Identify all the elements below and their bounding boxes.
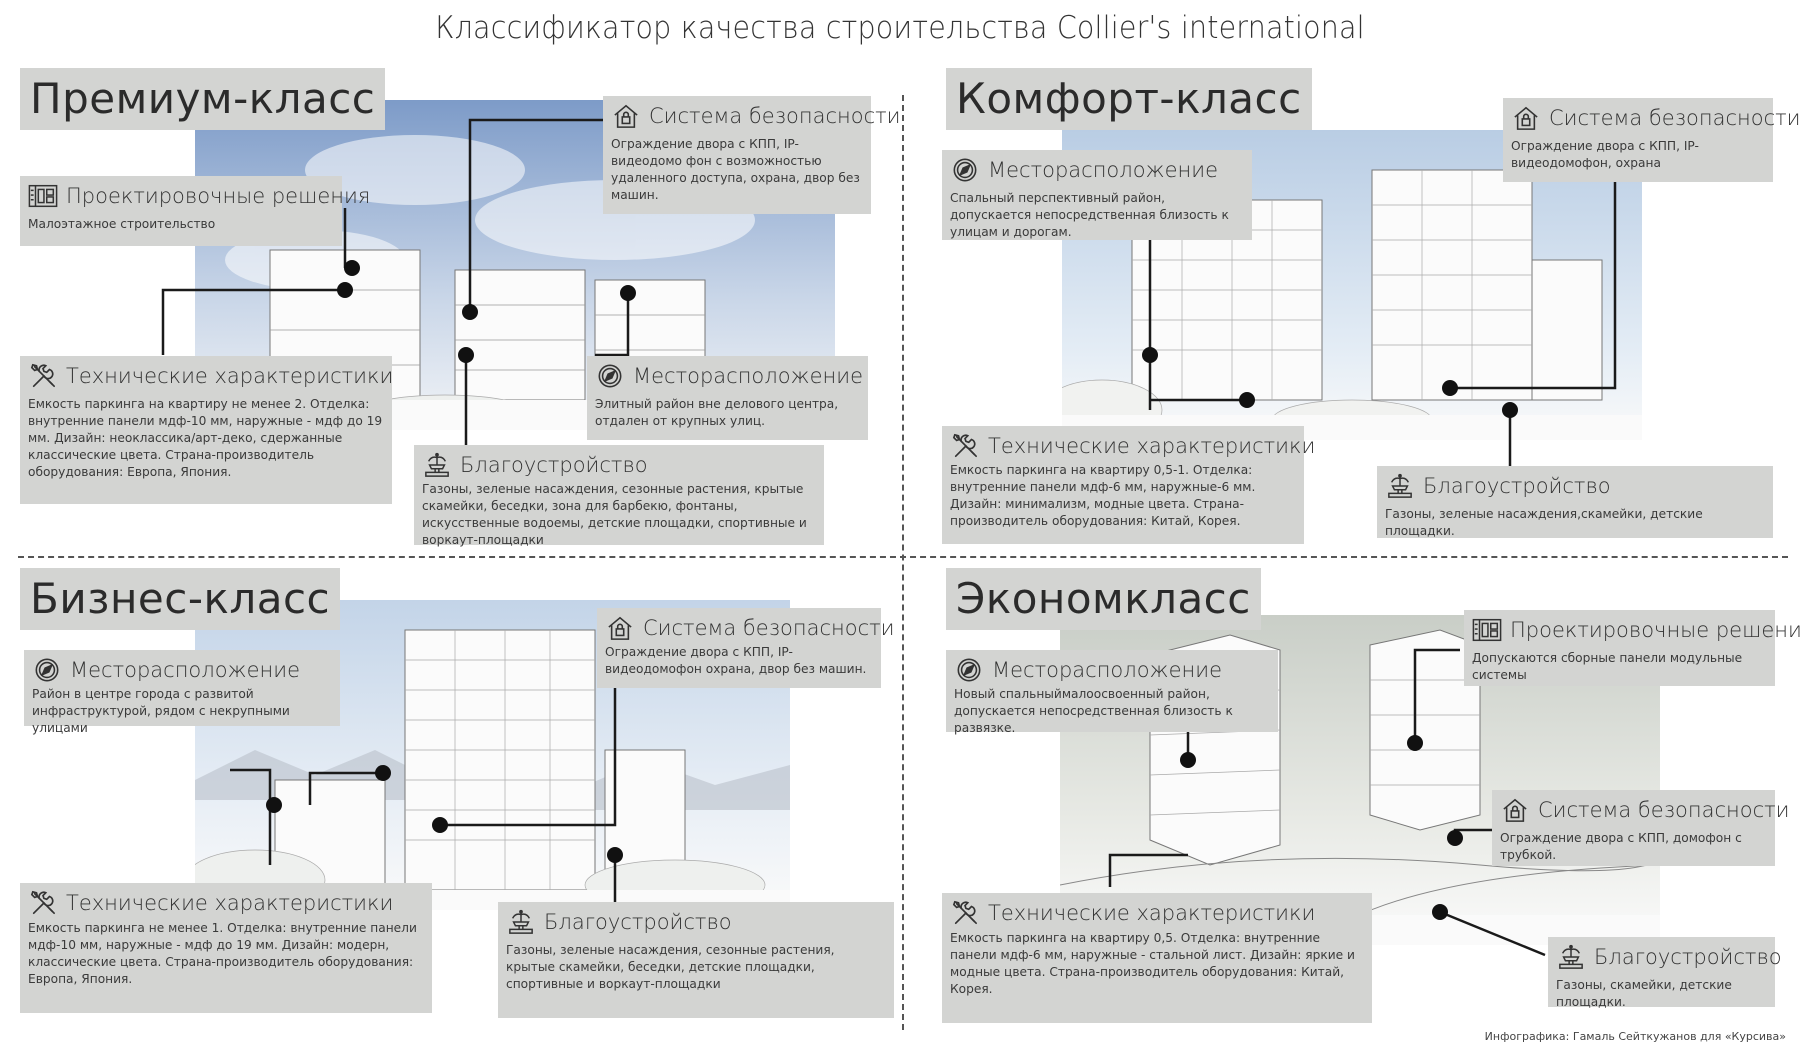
card-text: Емкость паркинга на квартиру 0,5. Отделк… bbox=[950, 931, 1355, 996]
card-text: Район в центре города с развитой инфраст… bbox=[32, 687, 290, 735]
economy-landscaping-card: Благоустройство Газоны, скамейки, детски… bbox=[1548, 937, 1782, 1009]
fountain-icon bbox=[506, 909, 536, 935]
economy-location-card: Месторасположение Новый спальныймалоосво… bbox=[946, 650, 1278, 735]
card-title: Благоустройство bbox=[544, 910, 732, 934]
wrench-tools-icon bbox=[950, 433, 980, 459]
page-title: Классификатор качества строительства Col… bbox=[435, 10, 1365, 46]
compass-icon bbox=[32, 657, 62, 683]
house-lock-icon bbox=[611, 103, 641, 129]
card-text: Газоны, зеленые насаждения, сезонные рас… bbox=[506, 943, 835, 991]
comfort-tech-card: Технические характеристики Емкость парки… bbox=[942, 426, 1315, 544]
comfort-class-title: Комфорт-класс bbox=[946, 68, 1312, 130]
compass-icon bbox=[950, 157, 980, 183]
building-plan-icon bbox=[1472, 617, 1502, 643]
card-title: Проектировочные решения bbox=[66, 184, 371, 208]
card-text: Газоны, зеленые насаждения,скамейки, дет… bbox=[1385, 507, 1703, 538]
card-title: Месторасположение bbox=[633, 364, 864, 388]
fountain-icon bbox=[422, 452, 452, 478]
premium-design-card: Проектировочные решения Малоэтажное стро… bbox=[20, 176, 370, 246]
house-lock-icon bbox=[605, 615, 635, 641]
card-text: Новый спальныймалоосвоенный район, допус… bbox=[954, 687, 1233, 735]
card-title: Технические характеристики bbox=[66, 891, 394, 915]
fountain-icon bbox=[1385, 473, 1415, 499]
business-landscaping-card: Благоустройство Газоны, зеленые насажден… bbox=[498, 902, 894, 1018]
comfort-security-card: Система безопасности Ограждение двора с … bbox=[1503, 98, 1800, 182]
card-title: Технические характеристики bbox=[988, 434, 1316, 458]
house-lock-icon bbox=[1511, 105, 1541, 131]
premium-security-card: Система безопасности Ограждение двора с … bbox=[603, 96, 900, 214]
compass-icon bbox=[954, 657, 984, 683]
card-title: Месторасположение bbox=[70, 658, 301, 682]
card-title: Система безопасности bbox=[649, 104, 901, 128]
premium-landscaping-card: Благоустройство Газоны, зеленые насажден… bbox=[414, 445, 824, 547]
horizontal-divider bbox=[18, 556, 1788, 558]
wrench-tools-icon bbox=[28, 363, 58, 389]
card-text: Спальный перспективный район, допускаетс… bbox=[950, 191, 1229, 239]
vertical-divider bbox=[902, 95, 904, 1030]
fountain-icon bbox=[1556, 944, 1586, 970]
business-security-card: Система безопасности Ограждение двора с … bbox=[597, 608, 894, 688]
premium-location-card: Месторасположение Элитный район вне дело… bbox=[587, 356, 868, 440]
card-title: Технические характеристики bbox=[66, 364, 394, 388]
card-text: Ограждение двора с КПП, IP-видеодомофон,… bbox=[1511, 139, 1699, 170]
card-text: Газоны, скамейки, детские площадки. bbox=[1556, 978, 1732, 1009]
card-title: Благоустройство bbox=[1594, 945, 1782, 969]
wrench-tools-icon bbox=[950, 900, 980, 926]
premium-class-title: Премиум-класс bbox=[20, 68, 386, 130]
card-title: Система безопасности bbox=[1538, 798, 1790, 822]
card-title: Благоустройство bbox=[1423, 474, 1611, 498]
business-location-card: Месторасположение Район в центре города … bbox=[24, 650, 340, 735]
card-text: Газоны, зеленые насаждения, сезонные рас… bbox=[422, 482, 807, 547]
card-text: Емкость паркинга на квартиру 0,5-1. Отде… bbox=[950, 463, 1256, 528]
card-title: Месторасположение bbox=[988, 158, 1219, 182]
card-title: Система безопасности bbox=[643, 616, 895, 640]
card-text: Емкость паркинга на квартиру не менее 2.… bbox=[28, 397, 383, 479]
economy-tech-card: Технические характеристики Емкость парки… bbox=[942, 893, 1372, 1023]
economy-design-card: Проектировочные решения Допускаются сбор… bbox=[1464, 610, 1800, 686]
card-title: Месторасположение bbox=[992, 658, 1223, 682]
card-title: Технические характеристики bbox=[988, 901, 1316, 925]
compass-icon bbox=[595, 363, 625, 389]
card-text: Допускаются сборные панели модульные сис… bbox=[1472, 651, 1743, 682]
card-text: Ограждение двора с КПП, домофон с трубко… bbox=[1500, 831, 1742, 862]
card-title: Проектировочные решения bbox=[1510, 618, 1800, 642]
comfort-location-card: Месторасположение Спальный перспективный… bbox=[942, 150, 1252, 240]
economy-class-title: Экономкласс bbox=[946, 568, 1261, 630]
premium-tech-card: Технические характеристики Емкость парки… bbox=[20, 356, 394, 504]
card-text: Ограждение двора с КПП, IP-видеодомо фон… bbox=[611, 137, 860, 202]
business-class-title: Бизнес-класс bbox=[20, 568, 341, 630]
card-text: Емкость паркинга не менее 1. Отделка: вн… bbox=[28, 921, 417, 986]
house-lock-icon bbox=[1500, 797, 1530, 823]
card-text: Ограждение двора с КПП, IP-видеодомофон … bbox=[605, 645, 867, 676]
building-plan-icon bbox=[28, 183, 58, 209]
card-text: Элитный район вне делового центра, отдал… bbox=[595, 397, 839, 428]
wrench-tools-icon bbox=[28, 890, 58, 916]
economy-security-card: Система безопасности Ограждение двора с … bbox=[1492, 790, 1789, 866]
card-title: Благоустройство bbox=[460, 453, 648, 477]
business-tech-card: Технические характеристики Емкость парки… bbox=[20, 883, 432, 1013]
card-title: Система безопасности bbox=[1549, 106, 1800, 130]
comfort-landscaping-card: Благоустройство Газоны, зеленые насажден… bbox=[1377, 466, 1773, 538]
card-text: Малоэтажное строительство bbox=[28, 217, 216, 231]
credit-line: Инфографика: Гамаль Сейткужанов для «Кур… bbox=[1484, 1030, 1786, 1043]
